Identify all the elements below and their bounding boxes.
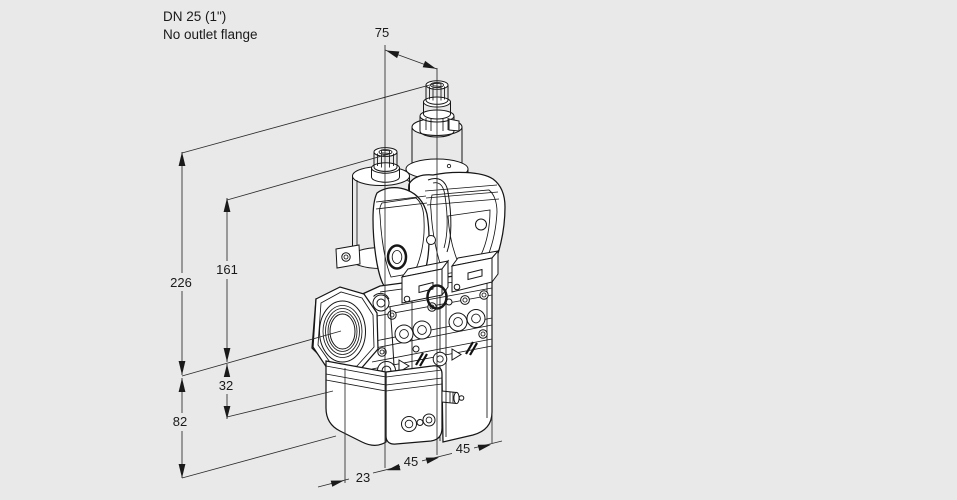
pressure-tap (401, 416, 417, 432)
valve-drawing (311, 80, 506, 446)
dim-valve-spacing: 75 (375, 25, 389, 40)
dim-height-below-axis: 82 (173, 414, 187, 429)
bottom-block (325, 360, 465, 446)
side-nozzle (441, 390, 465, 405)
dim-width-valve1: 45 (404, 454, 418, 469)
side-bracket (335, 244, 361, 269)
cover-screw-hole (426, 235, 436, 245)
connector-boxes (400, 249, 500, 310)
drawing-subtitle: No outlet flange (163, 27, 258, 42)
cover-screw-hole (475, 218, 487, 231)
dim-width-valve2: 45 (456, 441, 470, 456)
flow-direction-marks (398, 341, 478, 373)
dim-height-valve1: 161 (216, 262, 238, 277)
dim-bottom-offset: 23 (356, 470, 370, 485)
sight-ring (386, 244, 408, 270)
labels: DN 25 (1") No outlet flange 75 226 161 3… (163, 9, 470, 485)
dimension-arrows (178, 50, 491, 487)
dim-axis-to-flange: 32 (219, 378, 233, 393)
pressure-tap (422, 413, 436, 427)
dimension-lines (164, 45, 503, 488)
dim-height-total: 226 (170, 275, 192, 290)
drawing-title: DN 25 (1") (163, 9, 226, 24)
